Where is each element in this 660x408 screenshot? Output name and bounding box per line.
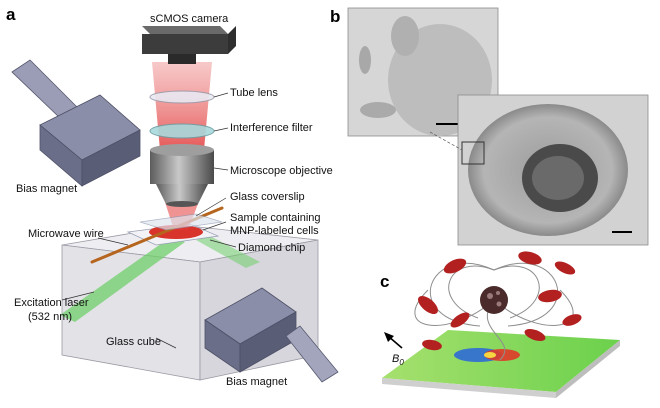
red-blood-cell-icon [418, 251, 582, 351]
leader-lines [61, 92, 237, 349]
label-sample-2: MNP-labeled cells [230, 225, 319, 237]
tube-lens [149, 90, 215, 104]
magnet-icon [204, 287, 339, 383]
panel-label-b: b [330, 7, 340, 26]
interference-filter [149, 123, 215, 139]
em-image-overview [347, 7, 499, 137]
magnet-icon [11, 59, 141, 187]
panel-label-a: a [6, 5, 16, 24]
panel-label-c: c [380, 272, 389, 291]
label-filter: Interference filter [230, 122, 313, 134]
panel-b: b [330, 7, 649, 246]
nanoparticle-icon [480, 286, 508, 314]
glass-coverslip [139, 213, 223, 231]
zoom-connector [429, 131, 463, 151]
label-sample-1: Sample containing [230, 212, 321, 224]
objective-icon [150, 144, 214, 207]
camera-icon [142, 26, 236, 64]
label-camera: sCMOS camera [150, 13, 229, 25]
label-diamond: Diamond chip [238, 242, 305, 254]
label-laser-2: (532 nm) [28, 311, 72, 323]
label-b0: B0 [392, 353, 404, 367]
em-image-cell [457, 94, 649, 246]
label-coverslip: Glass coverslip [230, 191, 305, 203]
label-bias-right: Bias magnet [226, 376, 287, 388]
label-tube-lens: Tube lens [230, 87, 278, 99]
label-cube: Glass cube [106, 336, 161, 348]
panel-a: a [6, 5, 339, 388]
b0-arrow [384, 332, 403, 349]
label-laser-1: Excitation laser [14, 297, 89, 309]
label-objective: Microscope objective [230, 165, 333, 177]
label-microwave: Microwave wire [28, 228, 104, 240]
label-bias-left: Bias magnet [16, 183, 77, 195]
panel-c: c [380, 251, 620, 398]
excitation-laser-beam [60, 236, 260, 322]
